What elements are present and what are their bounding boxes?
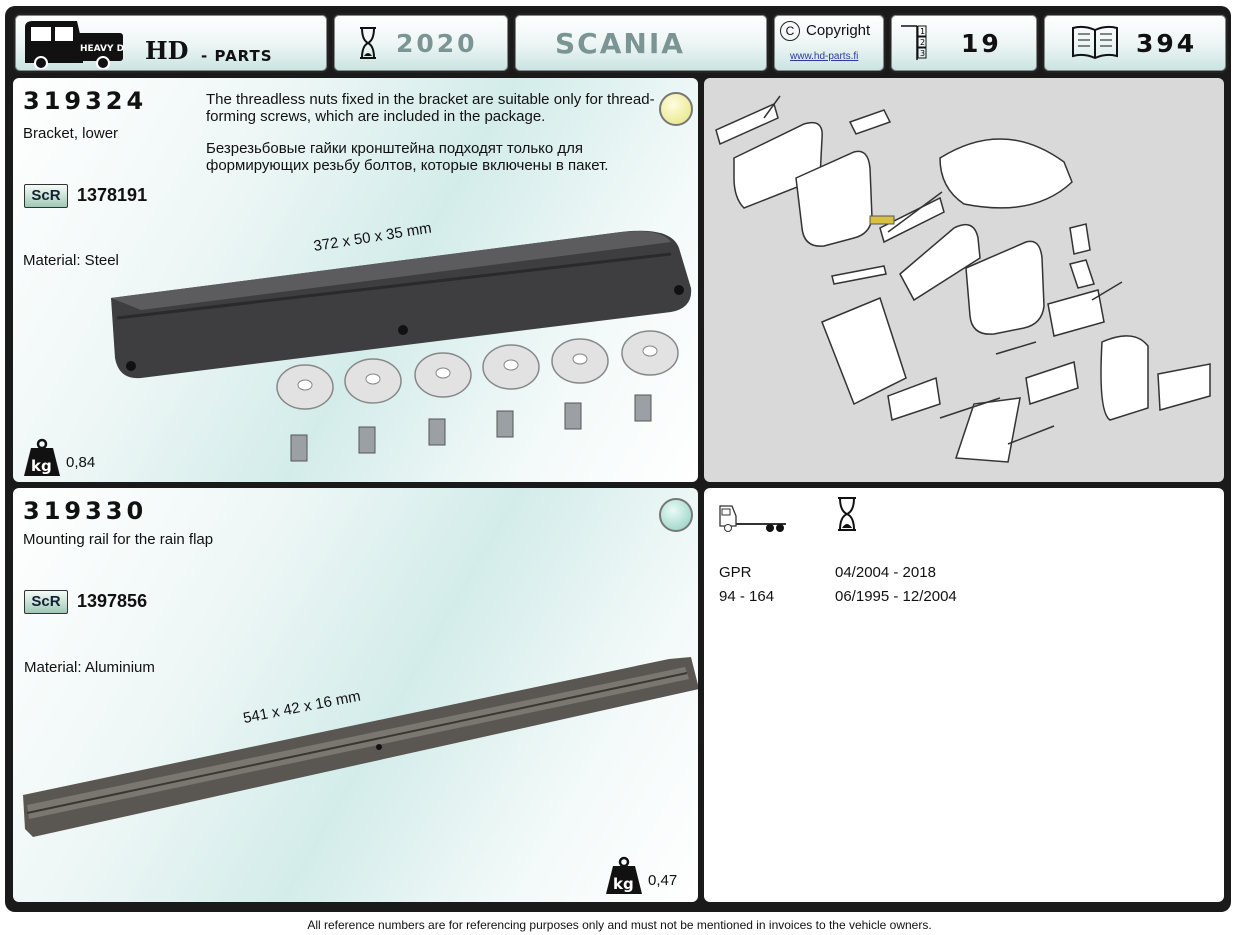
svg-text:3: 3: [920, 49, 925, 58]
exploded-view-drawing: [715, 95, 1211, 463]
ref-number: 1378191: [77, 185, 148, 205]
year-box: 2020: [332, 13, 510, 73]
copyright-box: C Copyright www.hd-parts.fi: [772, 13, 886, 73]
material: Material: Aluminium: [24, 659, 155, 676]
year-label: 2020: [396, 29, 478, 58]
application-row: GPR 04/2004 - 2018: [719, 564, 1199, 588]
note-russian: Безрезьбовые гайки кронштейна подходят т…: [206, 140, 609, 174]
ref-badge: ScR: [24, 184, 68, 208]
status-dot-yellow: [659, 92, 693, 126]
part-number: 319324: [23, 87, 148, 115]
status-dot-teal: [659, 498, 693, 532]
brand-text: HD: [145, 36, 189, 65]
footer-note: All reference numbers are for referencin…: [307, 918, 932, 932]
svg-text:2: 2: [920, 38, 925, 47]
section-list-icon: 1 2 3: [901, 25, 927, 60]
section-number: 19: [961, 29, 1002, 58]
model: GPR: [719, 564, 752, 581]
part-panel-319330: 319330 Mounting rail for the rain flap S…: [13, 488, 698, 902]
truck-icon: [719, 505, 786, 532]
exploded-view-panel: [704, 78, 1224, 482]
weight-icon: kg: [606, 856, 642, 894]
application-row: 94 - 164 06/1995 - 12/2004: [719, 588, 1199, 612]
weight-icon: kg: [24, 438, 60, 476]
application-list: GPR 04/2004 - 2018 94 - 164 06/1995 - 12…: [719, 564, 1199, 612]
mounting-rail-image: [23, 657, 698, 837]
years: 04/2004 - 2018: [835, 564, 936, 581]
copyright-link[interactable]: www.hd-parts.fi: [790, 51, 859, 62]
make-box: SCANIA: [513, 13, 769, 73]
part-name: Bracket, lower: [23, 125, 119, 142]
part-number: 319330: [23, 497, 148, 525]
heavy-duty-truck-icon: HEAVY DUTY: [25, 21, 125, 69]
book-icon: [1072, 25, 1118, 60]
weight-value: 0,84: [66, 454, 96, 471]
weight-value: 0,47: [648, 872, 678, 889]
material: Material: Steel: [23, 252, 119, 269]
logo-lettering: HEAVY DUTY: [80, 44, 125, 54]
washers-and-screws-image: [276, 330, 679, 462]
bracket-image: [111, 230, 692, 379]
part-panel-319324: 319324 Bracket, lower The threadless nut…: [13, 78, 698, 482]
brand-box: HEAVY DUTY HD - PARTS: [13, 13, 329, 73]
application-panel: GPR 04/2004 - 2018 94 - 164 06/1995 - 12…: [704, 488, 1224, 902]
hourglass-icon: [838, 497, 856, 531]
page-box: 394: [1042, 13, 1228, 73]
years: 06/1995 - 12/2004: [835, 588, 957, 605]
ref-badge: ScR: [24, 590, 68, 614]
ref-number: 1397856: [77, 591, 148, 611]
part-name: Mounting rail for the rain flap: [23, 531, 214, 548]
make-label: SCANIA: [555, 27, 685, 60]
copyright-label: Copyright: [806, 22, 871, 39]
model: 94 - 164: [719, 588, 775, 605]
note-english: The threadless nuts fixed in the bracket…: [206, 91, 655, 125]
brand-suffix: - PARTS: [201, 47, 273, 65]
section-box: 1 2 3 19: [889, 13, 1039, 73]
hourglass-icon: [360, 27, 376, 59]
page-number: 394: [1136, 29, 1198, 58]
weight-icon-label: kg: [613, 875, 634, 893]
copyright-icon: C: [780, 21, 800, 41]
svg-text:1: 1: [920, 27, 925, 36]
weight-icon-label: kg: [31, 457, 52, 475]
